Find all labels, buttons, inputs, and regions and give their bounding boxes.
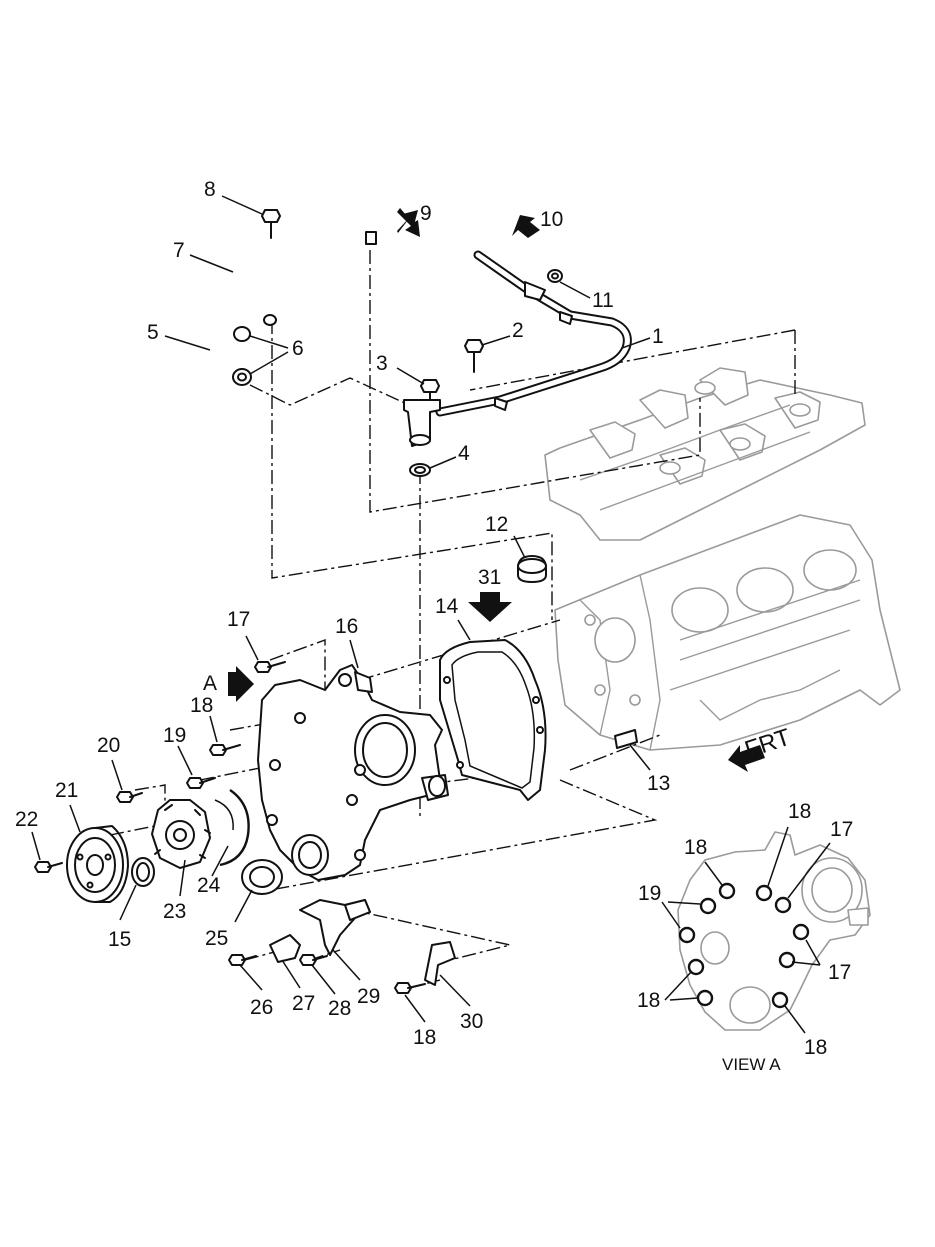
- callout-25: 25: [205, 927, 228, 950]
- ring-part-15: [131, 857, 155, 887]
- callout-21: 21: [55, 779, 78, 802]
- plug-part-12: [517, 555, 547, 583]
- view-a-label-18b: 18: [788, 800, 811, 823]
- bolt-part-22: [34, 861, 63, 873]
- bolt-part-3: [420, 379, 440, 401]
- engine-block: [554, 514, 901, 751]
- callout-7: 7: [173, 239, 185, 262]
- grommets-part-6: [232, 314, 277, 386]
- callout-15: 15: [108, 928, 131, 951]
- callout-14: 14: [435, 595, 459, 618]
- vent-tube-part-1: [435, 250, 632, 417]
- bolts-part-18-26-28: [228, 954, 426, 994]
- callout-29: 29: [357, 985, 380, 1008]
- brackets-part-27-29-30: [269, 899, 456, 986]
- view-arrows: [228, 208, 765, 772]
- view-a-label-18c: 18: [637, 989, 660, 1012]
- view-a-label-18a: 18: [684, 836, 707, 859]
- balancer-part-21: [66, 825, 129, 903]
- pcv-hose-part-7: [231, 209, 377, 325]
- callout-A: A: [203, 672, 217, 695]
- callout-24: 24: [197, 874, 221, 897]
- callout-19: 19: [163, 724, 186, 747]
- callout-23: 23: [163, 900, 186, 923]
- callout-28: 28: [328, 997, 351, 1020]
- seal-part-4: [409, 463, 431, 477]
- callout-18: 18: [190, 694, 213, 717]
- front-cover-part-16: [257, 664, 449, 881]
- callout-2: 2: [512, 319, 524, 342]
- bolt-part-2: [464, 339, 484, 373]
- nut-part-11: [547, 269, 563, 283]
- intake-manifold: [544, 367, 866, 541]
- callout-3: 3: [376, 352, 388, 375]
- bolt-part-8: [261, 209, 281, 239]
- callout-22: 22: [15, 808, 38, 831]
- callout-16: 16: [335, 615, 358, 638]
- callout-4: 4: [458, 442, 470, 465]
- callout-labels: 1 2 3 4 5 6 7 8 9 10 11 12 13 14 15 16 1…: [15, 178, 853, 1074]
- callout-31: 31: [478, 566, 501, 589]
- callout-12: 12: [485, 513, 508, 536]
- view-a-label-17b: 17: [828, 961, 851, 984]
- dowel-part-13: [614, 729, 638, 749]
- view-a-label-17a: 17: [830, 818, 853, 841]
- callout-27: 27: [292, 992, 315, 1015]
- callout-1: 1: [652, 325, 664, 348]
- callout-26: 26: [250, 996, 273, 1019]
- fitting-part-1-lower: [403, 399, 441, 447]
- callout-6: 6: [292, 337, 304, 360]
- bolts-part-17-18-19-20: [116, 661, 286, 803]
- callout-18-lower: 18: [413, 1026, 436, 1049]
- callout-9: 9: [420, 202, 432, 225]
- callout-10: 10: [540, 208, 563, 231]
- callout-17: 17: [227, 608, 250, 631]
- callout-30: 30: [460, 1010, 483, 1033]
- leader-lines: [31, 195, 651, 1023]
- seal-ring-part-24: [214, 789, 250, 867]
- callout-8: 8: [204, 178, 216, 201]
- callout-5: 5: [147, 321, 159, 344]
- callout-13: 13: [647, 772, 670, 795]
- gasket-part-14: [439, 639, 547, 801]
- connector-part-5: [205, 342, 235, 366]
- view-a-label-18d: 18: [804, 1036, 827, 1059]
- callout-11: 11: [592, 289, 614, 312]
- callout-20: 20: [97, 734, 120, 757]
- view-a-title: VIEW A: [722, 1055, 781, 1074]
- view-a-label-19: 19: [638, 882, 661, 905]
- view-a-inset: [661, 826, 871, 1034]
- oil-seal-part-25: [241, 859, 283, 895]
- oil-pump-part-23: [151, 799, 211, 869]
